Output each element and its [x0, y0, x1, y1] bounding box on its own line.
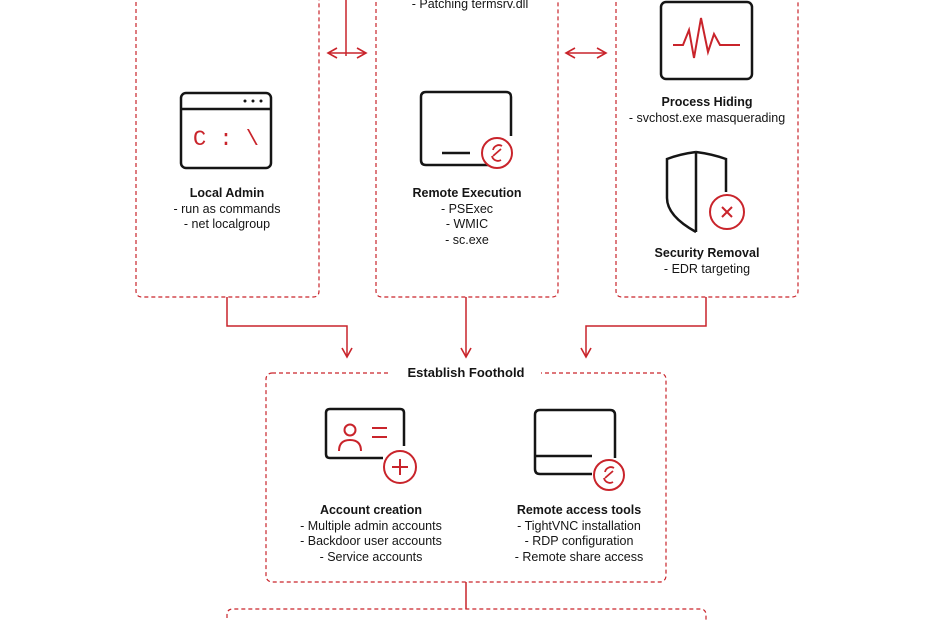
list-item: Remote share access: [489, 550, 669, 566]
remote-desktop-icon: [533, 408, 625, 491]
list-item: svchost.exe masquerading: [617, 111, 797, 127]
shield-remove-icon: [665, 150, 745, 234]
list-item: run as commands: [137, 202, 317, 218]
account-creation-label: Account creation Multiple admin accounts…: [281, 503, 461, 565]
list-item: sc.exe: [377, 233, 557, 249]
list-item: EDR targeting: [617, 262, 797, 278]
terminal-prompt-glyph: C : \: [193, 127, 259, 152]
remote-execution-title: Remote Execution: [412, 186, 522, 200]
list-item: Backdoor user accounts: [281, 534, 461, 550]
list-item: RDP configuration: [489, 534, 669, 550]
account-creation-title: Account creation: [319, 503, 423, 517]
process-hiding-label: Process Hiding svchost.exe masquerading: [617, 95, 797, 126]
connector-arrow-right-down: [580, 297, 707, 359]
connector-arrow-left-down: [226, 297, 353, 359]
remote-execution-label: Remote Execution PSExec WMIC sc.exe: [377, 186, 557, 248]
remote-execution-box: [375, 0, 559, 298]
establish-foothold-title: Establish Foothold: [391, 364, 541, 382]
list-item: Service accounts: [281, 550, 461, 566]
activity-monitor-icon: [659, 0, 754, 81]
list-item: TightVNC installation: [489, 519, 669, 535]
terminal-window-icon: C : \: [179, 91, 273, 170]
list-item: WMIC: [377, 217, 557, 233]
remote-execution-top-item: Patching termsrv.dll: [390, 0, 550, 13]
list-item: net localgroup: [137, 217, 317, 233]
next-stage-box: [226, 608, 707, 620]
list-item: Multiple admin accounts: [281, 519, 461, 535]
add-user-card-icon: [324, 407, 417, 484]
remote-screen-icon: [419, 90, 513, 169]
security-removal-label: Security Removal EDR targeting: [617, 246, 797, 277]
remote-access-tools-label: Remote access tools TightVNC installatio…: [489, 503, 669, 565]
remote-access-tools-title: Remote access tools: [516, 503, 642, 517]
process-hiding-title: Process Hiding: [661, 95, 753, 109]
list-item: PSExec: [377, 202, 557, 218]
establish-foothold-box: [265, 372, 667, 583]
local-admin-box: [135, 0, 320, 298]
local-admin-title: Local Admin: [189, 186, 265, 200]
local-admin-label: Local Admin run as commands net localgro…: [137, 186, 317, 233]
security-removal-title: Security Removal: [654, 246, 760, 260]
